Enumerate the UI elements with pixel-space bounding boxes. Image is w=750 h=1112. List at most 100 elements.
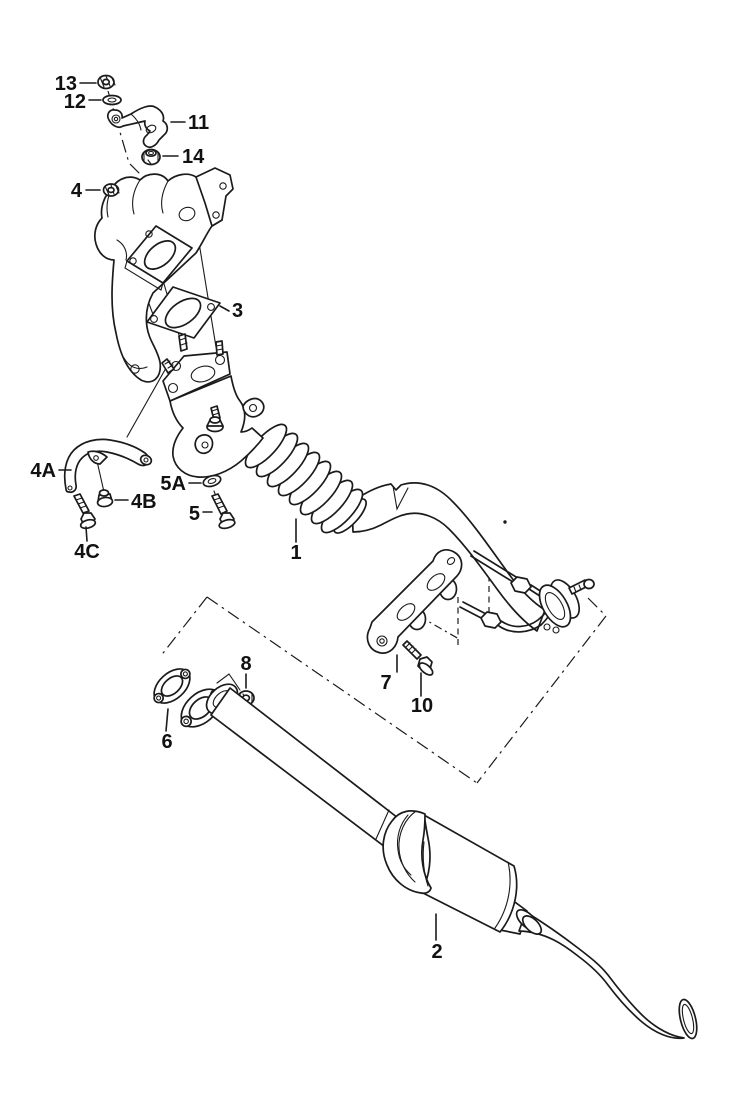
end-flange-and-sensor-pipes [459, 550, 595, 634]
callout-12-label: 12 [64, 91, 86, 113]
bolt-shaft [211, 493, 228, 515]
callout-4b-label: 4B [131, 491, 157, 513]
plate-outline [366, 549, 463, 654]
flange-stud-2 [215, 340, 224, 356]
nut-hole [148, 150, 154, 156]
collector-hole-2 [129, 257, 137, 265]
exhaust-manifold-drawing [93, 167, 234, 383]
cat-endcap-line [494, 861, 511, 929]
callout-5a-label: 5A [160, 473, 186, 495]
bolt-4c-drawing [73, 493, 97, 530]
washer-outer [102, 94, 122, 106]
thread-hatch [213, 497, 225, 509]
callout-4c-label: 4C [74, 541, 100, 563]
runner-inner-curl [116, 239, 128, 261]
bolt-shaft [73, 493, 90, 514]
nut-8-pointer-line [216, 673, 241, 691]
gasket-ear-hole-1 [183, 718, 189, 725]
tail-pipe [518, 911, 685, 1040]
runner-port [178, 206, 196, 222]
washer-12-drawing [102, 94, 122, 106]
bracket-slot [145, 124, 157, 134]
bolt-flange [418, 662, 434, 676]
downpipe-flange-hole-2 [214, 354, 226, 366]
end-flange-nut [583, 578, 595, 590]
boundary-line-main [206, 596, 478, 784]
callout-11-label: 11 [188, 112, 209, 134]
bolt-5-drawing [211, 493, 236, 530]
callout-leaders [58, 82, 437, 941]
washer-5a-drawing [202, 474, 222, 488]
plate-top-hole [446, 557, 456, 565]
dome-ring-1 [398, 810, 417, 883]
bracket-outline [106, 105, 169, 149]
gasket-3-port [164, 297, 202, 329]
callout-4-label: 4 [71, 180, 83, 202]
end-flange-front [538, 584, 572, 628]
dome-ring-3 [422, 841, 429, 887]
nut-4-drawing [102, 183, 120, 197]
nut-13-drawing [97, 74, 116, 90]
head-flange-hole-1 [219, 182, 227, 190]
manifold-gasket-drawing [146, 286, 221, 339]
support-rod-eye-hole [143, 457, 149, 463]
stud-shaft [178, 333, 188, 352]
outlet-collar-2 [521, 915, 543, 935]
callout-14-label: 14 [182, 146, 205, 168]
runner-separation-2 [132, 179, 141, 215]
boundary-lines [159, 596, 607, 784]
gasket-ear-hole-2 [182, 671, 188, 677]
retaining-plate-drawing [366, 549, 463, 654]
flex-bellows-drawing [244, 423, 367, 534]
nut-facets [143, 151, 159, 165]
gasket-ear-hole-1 [156, 695, 162, 701]
tail-pipe-end [678, 998, 698, 1040]
nut-14-drawing [141, 148, 161, 166]
callout-2-label: 2 [431, 941, 442, 963]
intermediate-pipe-drawing [205, 683, 399, 848]
downpipe-ear-right-hole [248, 403, 258, 413]
nut-top [98, 489, 110, 497]
washer-inner [107, 97, 117, 103]
front-exhaust-pipe-drawing [161, 333, 595, 634]
dome-ring-2 [396, 814, 412, 876]
support-rod-leader-line [126, 367, 167, 438]
callout-5-label: 5 [189, 503, 200, 525]
gasket-ear-1 [153, 692, 164, 704]
nut-top [209, 416, 221, 424]
downpipe-flange-hole-3 [167, 382, 179, 394]
thread-hatch [164, 360, 174, 369]
thread-hatch [405, 642, 417, 654]
washer-inner [207, 478, 217, 484]
support-rod-tab-hole [93, 455, 99, 461]
plate-slot-1 [396, 603, 416, 621]
flange-stud-1 [178, 333, 188, 352]
sensor-fitting-upper [510, 576, 532, 594]
support-rod-drawing [63, 438, 153, 494]
support-rod-end-hole [67, 485, 73, 491]
collector-flange-edge [124, 260, 164, 291]
plate-eye-hole [379, 638, 385, 644]
leader-3 [219, 305, 230, 312]
end-flange-inner [544, 591, 566, 621]
callout-3-label: 3 [232, 300, 243, 322]
support-rod-eye [139, 454, 153, 466]
gasket-3-hole-1 [150, 315, 158, 323]
end-flange-foot-2 [552, 626, 560, 634]
catalytic-converter-drawing [382, 810, 698, 1040]
end-flange-foot-1 [543, 623, 551, 631]
gasket-ear-2 [180, 668, 191, 680]
callout-7-label: 7 [380, 672, 391, 694]
plate-slot-2 [426, 573, 446, 591]
plate-eye [376, 635, 388, 647]
nut-top [145, 148, 157, 158]
head-flange-hole-2 [212, 211, 220, 219]
washer-outer [202, 474, 222, 488]
nut-base [96, 496, 114, 508]
collector-hole-1 [145, 230, 153, 238]
thread-hatch [573, 584, 582, 593]
nut-4b-drawing [96, 489, 114, 508]
nut-hole [107, 186, 115, 194]
